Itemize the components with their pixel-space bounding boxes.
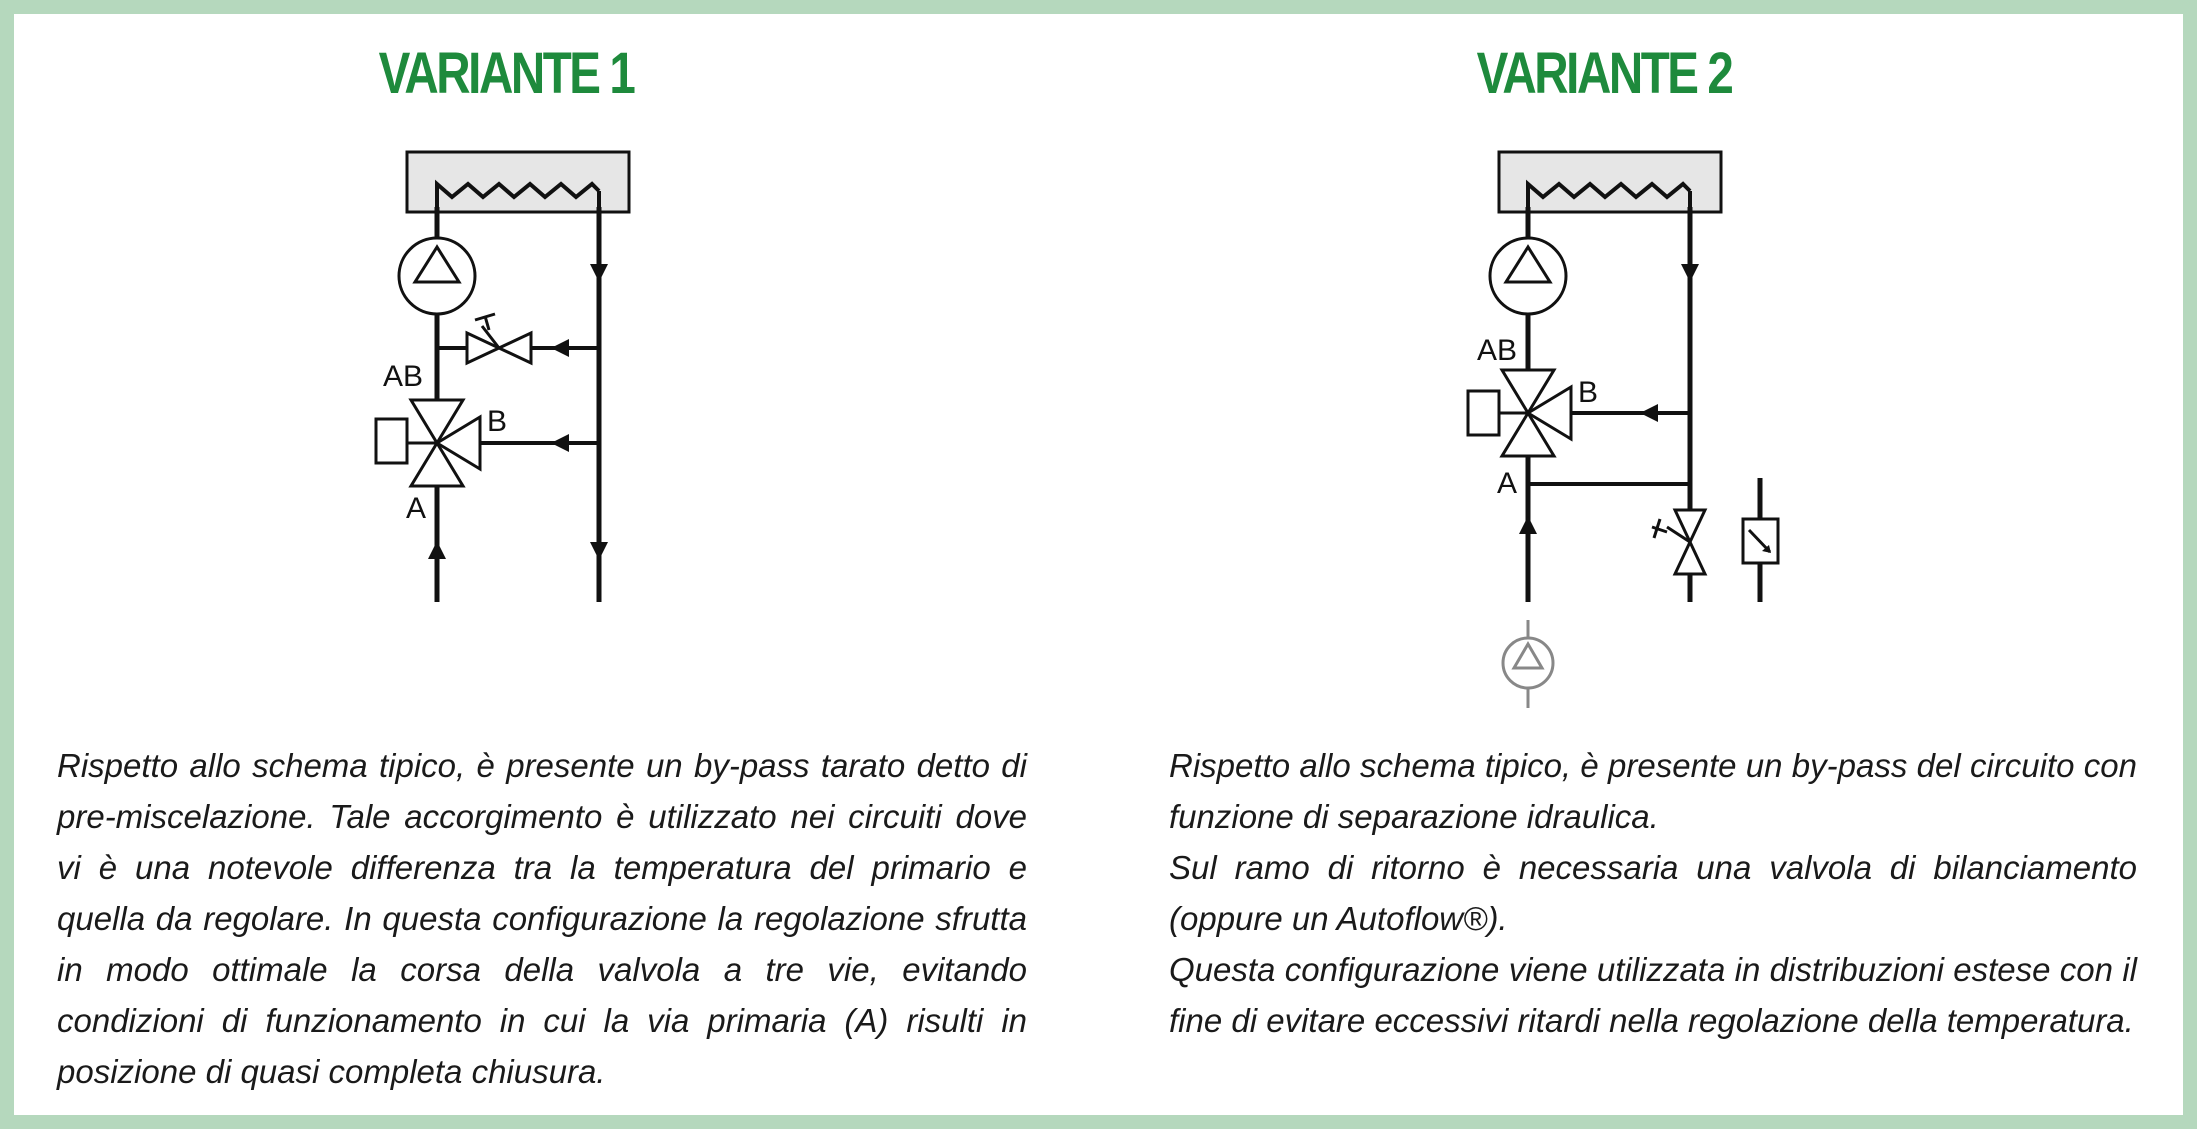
balancing-valve-icon [465, 312, 533, 366]
flow-arrow-icon [1519, 516, 1537, 534]
pump-icon [1501, 620, 1555, 708]
flow-arrow-icon [428, 541, 446, 559]
flow-arrow-icon [551, 434, 569, 452]
variant-1-title: VARIANTE 1 [378, 41, 636, 106]
variant-2-description-line: Questa configurazione viene utilizzata i… [1169, 951, 2137, 1039]
heat-emitter-icon [1497, 150, 1723, 214]
flow-arrow-icon [590, 542, 608, 560]
port-b-label: B [1578, 376, 1598, 409]
variant-1-diagram: AB B A [374, 150, 631, 602]
actuator-icon [374, 417, 409, 465]
heat-emitter-icon [405, 150, 631, 214]
three-way-valve-icon [1499, 368, 1573, 458]
port-a-label: A [406, 492, 426, 525]
flow-arrow-icon [551, 339, 569, 357]
variant-2-description: Rispetto allo schema tipico, è presente … [1169, 740, 2137, 1046]
variant-1-description-text: Rispetto allo schema tipico, è presente … [57, 747, 1027, 1090]
port-a-label: A [1497, 467, 1517, 500]
flow-arrow-icon [1640, 404, 1658, 422]
autoflow-icon [1741, 478, 1780, 602]
three-way-valve-icon [407, 398, 482, 488]
port-b-label: B [487, 405, 507, 438]
pump-icon [1488, 236, 1568, 316]
variant-2-title: VARIANTE 2 [1476, 41, 1734, 106]
balancing-valve-icon [1651, 508, 1708, 576]
pump-icon [397, 236, 477, 316]
port-ab-label: AB [1477, 334, 1517, 367]
variant-1-description: Rispetto allo schema tipico, è presente … [57, 740, 1027, 1097]
flow-arrow-icon [1681, 264, 1699, 282]
flow-arrow-icon [590, 264, 608, 282]
variant-2-diagram: AB B A [1466, 150, 1780, 708]
variant-2-description-line: Sul ramo di ritorno è necessaria una val… [1169, 849, 2137, 937]
port-ab-label: AB [383, 360, 423, 393]
variant-2-description-line: Rispetto allo schema tipico, è presente … [1169, 747, 2137, 835]
actuator-icon [1466, 389, 1501, 437]
